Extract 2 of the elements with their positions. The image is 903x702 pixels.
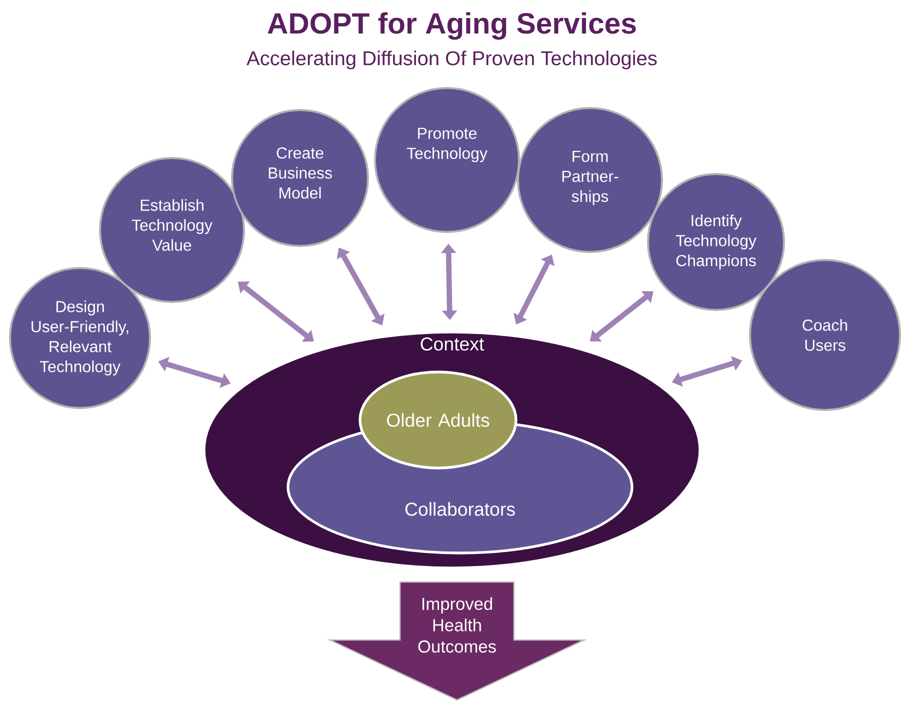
subtitle: Accelerating Diffusion Of Proven Technologies (246, 50, 657, 70)
title: ADOPT for Aging Services (268, 12, 636, 40)
